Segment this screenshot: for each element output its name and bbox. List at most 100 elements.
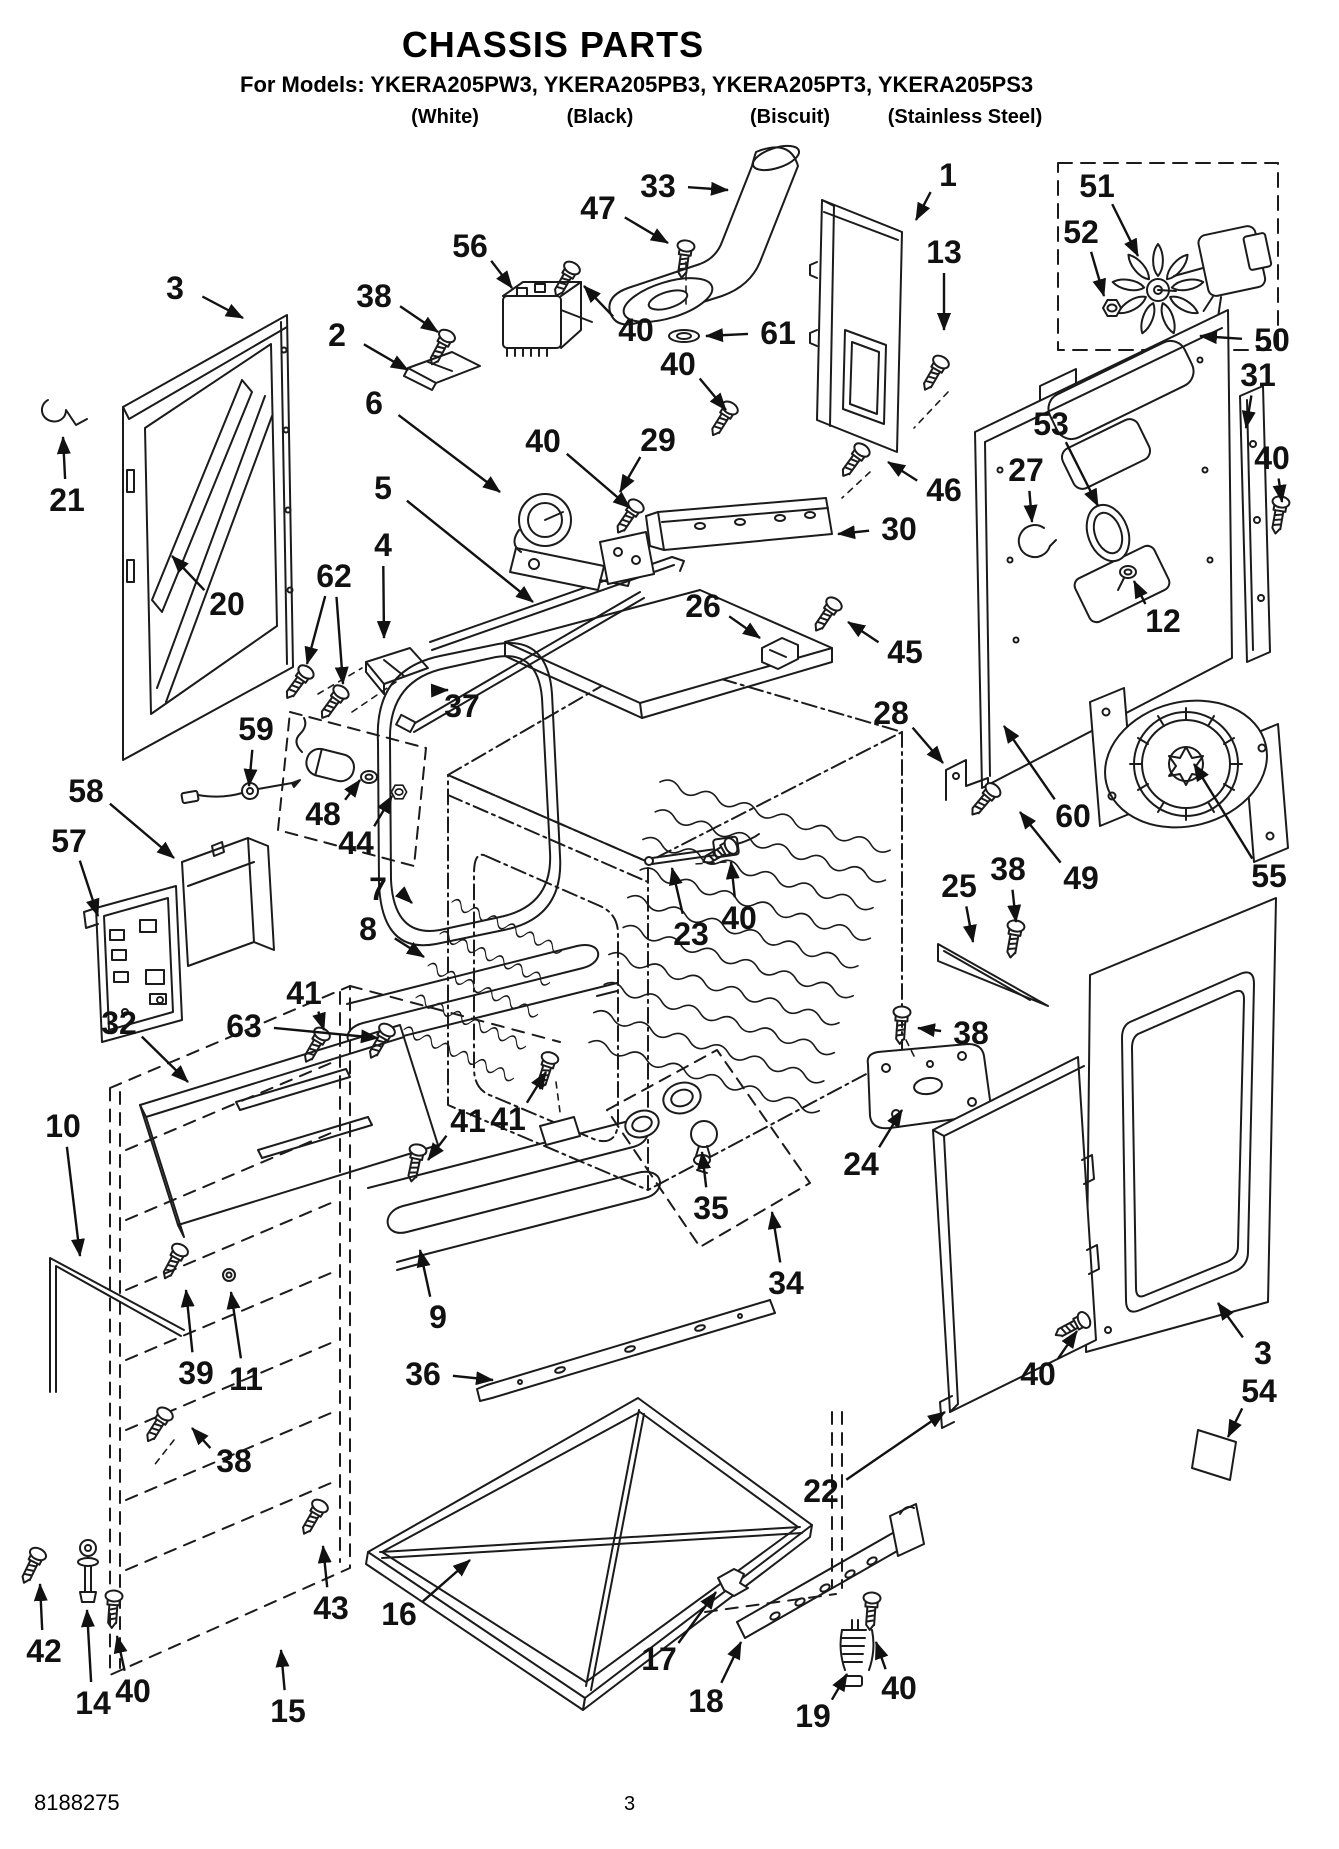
callout-part-36: 36: [405, 1356, 494, 1392]
callout-part-38: 38: [356, 278, 439, 333]
part-vent-duct: [608, 144, 801, 326]
callout-part-18: 18: [688, 1641, 743, 1719]
callout-leader: [394, 886, 413, 904]
callout-part-12: 12: [1132, 580, 1181, 639]
part-number-label: 40: [618, 312, 654, 348]
assembly-dash-lines: [151, 261, 949, 1469]
insulation-squiggles: [401, 776, 893, 1116]
callout-part-47: 47: [580, 190, 669, 245]
callout-part-61: 61: [705, 315, 796, 351]
part-number-label: 36: [405, 1356, 441, 1392]
part-number-label: 61: [760, 315, 796, 351]
callout-leader: [911, 726, 944, 764]
part-number-label: 45: [887, 634, 923, 670]
part-number-label: 55: [1251, 858, 1287, 894]
part-oven-sensor: [644, 833, 760, 866]
callout-leader: [317, 1545, 332, 1588]
part-number-label: 44: [338, 825, 374, 861]
callout-leader: [452, 1371, 494, 1386]
callout-leader: [201, 295, 244, 320]
callout-part-33: 33: [640, 168, 729, 204]
callout-leader: [698, 377, 727, 411]
part-side-shield-panel: [932, 1056, 1100, 1429]
callout-part-40: 40: [721, 861, 757, 936]
callout-leader: [1132, 580, 1148, 605]
callout-leader: [1111, 203, 1140, 257]
callout-part-55: 55: [1192, 763, 1287, 894]
callout-part-41: 41: [490, 1071, 548, 1137]
part-number-label: 49: [1063, 860, 1099, 896]
callout-part-19: 19: [795, 1673, 849, 1734]
callout-leader: [687, 181, 729, 196]
callout-part-3: 3: [1217, 1302, 1272, 1371]
callout-part-2: 2: [328, 317, 409, 372]
callout-leader: [363, 343, 409, 372]
callout-leader: [878, 1109, 904, 1148]
part-receptacle-clip: [761, 637, 799, 670]
finish-label: (White): [411, 106, 479, 128]
part-number-label: 52: [1063, 214, 1099, 250]
callout-leader: [80, 1609, 95, 1683]
callout-part-13: 13: [926, 234, 962, 331]
callout-part-52: 52: [1063, 214, 1106, 297]
callout-part-22: 22: [803, 1411, 946, 1509]
part-number-label: 40: [660, 346, 696, 382]
part-capacitor: [295, 717, 355, 783]
callout-leader: [334, 596, 349, 685]
part-number-label: 62: [316, 558, 352, 594]
part-heat-shield: [139, 1024, 439, 1238]
part-number-label: 5: [374, 470, 392, 506]
callout-leader: [1226, 1407, 1244, 1438]
callout-part-28: 28: [873, 695, 944, 764]
callout-part-15: 15: [270, 1649, 306, 1729]
callout-leader: [243, 749, 258, 787]
callout-leader: [720, 1641, 743, 1684]
part-number-label: 46: [926, 472, 962, 508]
part-number-label: 56: [452, 228, 488, 264]
part-number-label: 8: [359, 911, 377, 947]
part-leg-bolt: [77, 1539, 99, 1603]
part-number-label: 4: [374, 527, 392, 563]
part-number-label: 10: [45, 1108, 81, 1144]
callout-leader: [490, 260, 513, 289]
finish-label: (Black): [566, 106, 634, 128]
part-manifold-bracket: [403, 351, 481, 391]
callout-part-20: 20: [171, 555, 245, 622]
part-number-label: 50: [1254, 322, 1290, 358]
callout-part-42: 42: [26, 1583, 62, 1669]
document-number: 8188275: [34, 1790, 120, 1815]
callout-leader: [394, 937, 425, 959]
part-door-gasket: [376, 642, 562, 947]
part-number-label: 40: [881, 1670, 917, 1706]
callout-part-38: 38: [990, 851, 1026, 923]
callout-part-56: 56: [452, 228, 513, 289]
part-light-kit-box: [606, 1049, 811, 1248]
callout-part-3: 3: [166, 270, 244, 320]
callout-part-37: 37: [430, 683, 480, 724]
callout-leader: [399, 305, 439, 333]
part-number-label: 59: [238, 711, 274, 747]
part-number-label: 39: [178, 1355, 214, 1391]
callout-leader: [914, 191, 932, 221]
callout-part-21: 21: [49, 436, 85, 518]
callout-part-7: 7: [369, 871, 413, 907]
callout-leader: [1089, 251, 1106, 297]
part-number-label: 3: [1254, 1335, 1272, 1371]
callout-leader: [847, 620, 880, 644]
part-number-label: 40: [525, 423, 561, 459]
part-cabinet-clip: [41, 399, 88, 426]
callout-part-9: 9: [416, 1249, 447, 1335]
part-front-trim: [476, 1299, 776, 1402]
callout-part-63: 63: [226, 1008, 379, 1044]
part-insulation-blanket: [504, 589, 833, 719]
part-bottom-rail: [736, 1503, 925, 1639]
finish-label: (Stainless Steel): [887, 106, 1043, 128]
part-number-label: 9: [429, 1299, 447, 1335]
part-number-label: 15: [270, 1693, 306, 1729]
callout-part-48: 48: [305, 779, 361, 832]
part-number-label: 33: [640, 168, 676, 204]
part-transformer: [502, 281, 593, 357]
part-latch-plate: [599, 531, 655, 585]
part-number-label: 16: [381, 1596, 417, 1632]
part-number-label: 53: [1033, 406, 1069, 442]
